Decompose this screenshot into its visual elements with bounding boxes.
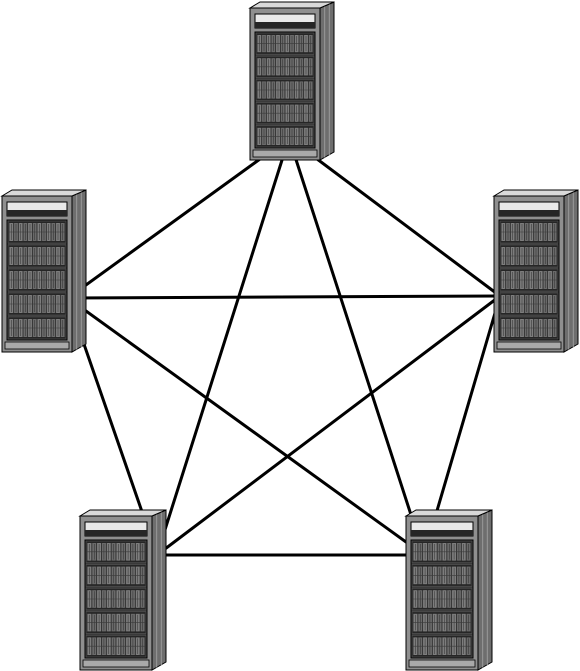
server-rack-icon-upper-right (492, 189, 579, 353)
link-top-to-lower-right (287, 136, 426, 557)
link-top-to-upper-right (287, 136, 502, 298)
link-upper-left-to-lower-right (66, 296, 426, 557)
link-upper-right-to-lower-left (155, 294, 502, 557)
server-rack-icon-top (248, 1, 335, 161)
link-top-to-upper-left (66, 136, 291, 300)
server-rack-icon-lower-right (404, 509, 493, 671)
link-upper-left-to-upper-right (66, 294, 502, 300)
link-top-to-lower-left (155, 136, 291, 557)
server-rack-icon-lower-left (78, 509, 167, 671)
server-rack-icon-upper-left (0, 189, 87, 353)
network-links (66, 136, 502, 557)
